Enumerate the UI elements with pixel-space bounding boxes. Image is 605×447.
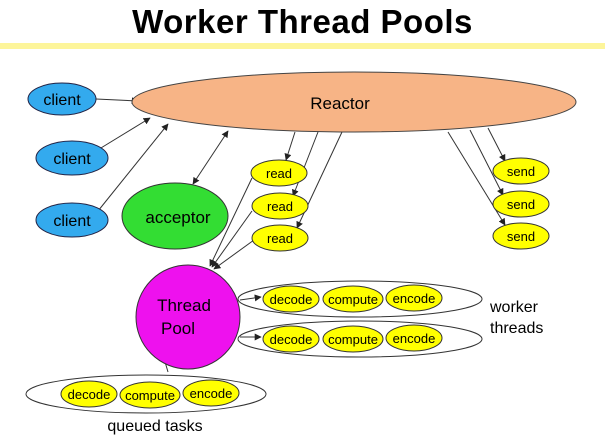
queued-encode-node xyxy=(182,379,240,407)
worker1-decode-label: decode xyxy=(270,292,313,307)
worker-threads-label-line1: worker xyxy=(489,299,539,316)
client-node-2 xyxy=(35,140,109,176)
acceptor-label: acceptor xyxy=(145,208,211,227)
worker1-compute-node xyxy=(322,285,384,313)
queued-tasks-outline xyxy=(25,374,267,414)
queued-tasks: decode compute encode xyxy=(25,374,267,414)
client1-to-reactor-arrow xyxy=(95,97,139,105)
reactor-to-read1-arrow xyxy=(284,131,296,161)
acceptor-reactor-arrow xyxy=(192,130,229,185)
clients: client client client xyxy=(27,82,109,238)
queued-compute-label: compute xyxy=(125,388,175,403)
client-label-1: client xyxy=(43,92,81,109)
worker2-compute-label: compute xyxy=(328,332,378,347)
client-node-1 xyxy=(27,82,97,116)
reactor-to-send2-arrow xyxy=(469,129,504,196)
read-label-2: read xyxy=(267,199,293,214)
worker2-decode-label: decode xyxy=(270,332,313,347)
read-tasks: read read read xyxy=(250,159,309,252)
read-node-2 xyxy=(251,192,309,220)
worker-thread-1-outline xyxy=(237,280,483,318)
page-title: Worker Thread Pools xyxy=(132,3,473,40)
send-label-3: send xyxy=(507,229,535,244)
client2-to-reactor-arrow xyxy=(95,117,151,152)
reactor-to-send1-arrow xyxy=(487,127,506,162)
acceptor-node xyxy=(121,182,229,250)
read-label-3: read xyxy=(267,231,293,246)
client-label-3: client xyxy=(53,213,91,230)
worker1-encode-node xyxy=(385,284,443,312)
read2-to-pool-arrow xyxy=(211,210,253,268)
reactor-node xyxy=(131,71,577,133)
queued-encode-label: encode xyxy=(190,386,233,401)
read-node-1 xyxy=(250,159,308,187)
worker-thread-1: decode compute encode xyxy=(237,280,483,318)
worker2-encode-label: encode xyxy=(393,331,436,346)
read3-to-pool-arrow xyxy=(213,239,255,270)
worker-thread-2: decode compute encode xyxy=(237,320,483,358)
read-node-3 xyxy=(251,224,309,252)
thread-pool-label-line1: Thread xyxy=(157,296,211,315)
queued-decode-node xyxy=(60,380,118,408)
worker2-compute-node xyxy=(322,325,384,353)
client3-to-reactor-arrow xyxy=(97,123,169,212)
read-label-1: read xyxy=(266,166,292,181)
worker-threads-label-line2: threads xyxy=(490,320,543,337)
send-node-2 xyxy=(492,190,550,218)
worker1-compute-label: compute xyxy=(328,292,378,307)
reactor-label: Reactor xyxy=(310,94,370,113)
queued-decode-label: decode xyxy=(68,387,111,402)
send-node-3 xyxy=(492,222,550,250)
pool-to-worker1-arrow xyxy=(239,294,262,302)
thread-pool-node xyxy=(135,264,241,370)
queued-tasks-label: queued tasks xyxy=(107,418,202,435)
worker-thread-2-outline xyxy=(237,320,483,358)
worker1-decode-node xyxy=(262,285,320,313)
queued-compute-node xyxy=(119,381,181,409)
send-tasks: send send send xyxy=(492,157,550,250)
title-underline xyxy=(0,43,605,49)
read1-to-pool-arrow xyxy=(209,177,253,267)
client-label-2: client xyxy=(53,151,91,168)
thread-pool-label-line2: Pool xyxy=(161,319,195,338)
worker2-decode-node xyxy=(262,325,320,353)
worker1-encode-label: encode xyxy=(393,291,436,306)
worker2-encode-node xyxy=(385,324,443,352)
send-node-1 xyxy=(492,157,550,185)
client-node-3 xyxy=(35,202,109,238)
reactor-to-send3-arrow xyxy=(447,131,506,226)
reactor-to-read3-arrow xyxy=(296,131,343,229)
send-label-2: send xyxy=(507,197,535,212)
reactor-to-read2-arrow xyxy=(292,131,319,197)
send-label-1: send xyxy=(507,164,535,179)
